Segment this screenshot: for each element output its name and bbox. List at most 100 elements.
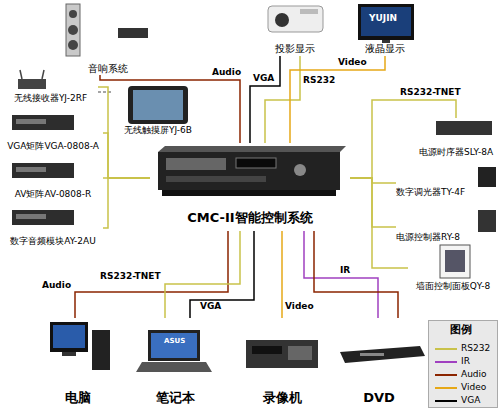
vcr-slot: [252, 346, 282, 354]
tv-screen: [361, 7, 411, 36]
wire-label: RS232-TNET: [400, 88, 461, 98]
vcr-controls: [288, 346, 312, 360]
device-buttons: [16, 167, 46, 172]
node-label: 液晶显示: [350, 43, 420, 55]
wire-label: VGA: [200, 302, 221, 312]
controller-top: [158, 146, 346, 152]
monitor-stand: [62, 352, 76, 356]
device-node: 无线接收器YJ-2RF: [3, 68, 98, 106]
receiver-body: [18, 79, 46, 89]
device-buttons: [16, 214, 46, 219]
matrix-device: [12, 163, 74, 178]
speaker-driver: [68, 40, 78, 50]
signal-wire: [100, 75, 240, 143]
wire-label: Audio: [42, 281, 71, 291]
node-label: DVD: [335, 391, 423, 406]
device-node: 电源控制器RY-8: [396, 208, 498, 246]
legend-swatch: [435, 348, 457, 350]
signal-wire: [165, 231, 240, 318]
tablet-screen: [133, 90, 183, 120]
antenna: [20, 70, 22, 79]
amplifier: [118, 28, 148, 38]
monitor: [50, 322, 88, 352]
device-node: 墙面控制面板QY-8: [408, 242, 498, 294]
audio-module: [12, 210, 74, 225]
controller-display: [236, 158, 276, 168]
projector-body: [268, 6, 323, 32]
node-label: 墙面控制面板QY-8: [408, 281, 498, 291]
free-label: YUJIN: [369, 13, 397, 23]
wire-label: Audio: [212, 68, 241, 78]
signal-wire: [350, 178, 396, 227]
controller-ports: [166, 158, 226, 170]
tablet-body: [128, 86, 188, 124]
signal-wire: [290, 56, 385, 143]
node-label: 投影显示: [255, 43, 335, 55]
node-label: 音响系统: [60, 63, 155, 75]
wall-panel: [440, 245, 470, 278]
monitor-screen: [53, 325, 85, 348]
device-node: 数字音频模块AY-2AU: [3, 207, 103, 249]
node-label: 电脑: [40, 391, 115, 406]
node-label: 无线触摸屏YJ-6B: [112, 125, 204, 135]
signal-wire: [265, 56, 300, 143]
dvd-player: [340, 346, 425, 363]
signal-wire: [103, 178, 150, 228]
node-label: 录像机: [240, 391, 325, 406]
device-node: 液晶显示: [350, 2, 420, 56]
device-node: 音响系统: [60, 5, 155, 75]
sequencer-device: [436, 121, 492, 135]
device-node: DVD: [335, 318, 423, 410]
node-label: 无线接收器YJ-2RF: [3, 93, 98, 103]
node-label: 数字音频模块AY-2AU: [3, 236, 103, 246]
controller-buttons: [166, 176, 266, 182]
controller-base: [162, 190, 336, 196]
tv-frame: [358, 4, 414, 40]
device-node: 笔记本: [140, 318, 210, 410]
controller-knob: [294, 164, 306, 176]
node-label: 笔记本: [140, 391, 210, 406]
device-buttons: [16, 119, 46, 124]
node-label: 电源控制器RY-8: [396, 232, 472, 242]
signal-wire: [281, 231, 283, 318]
vcr-body: [246, 340, 318, 368]
device-node: 录像机: [240, 318, 325, 410]
device-node: 投影显示: [255, 2, 335, 56]
free-label: 图例: [450, 324, 472, 337]
signal-wire: [103, 133, 150, 178]
device-node: 数字调光器TY-4F: [396, 165, 498, 201]
speaker-cabinet: [66, 4, 80, 56]
node-label: CMC-II智能控制系统: [150, 211, 350, 226]
legend-text: Video: [461, 382, 486, 392]
wire-label: IR: [340, 266, 350, 276]
dimmer-device: [478, 167, 496, 187]
dvd-tray: [360, 353, 384, 356]
legend-swatch: [435, 387, 457, 389]
controller-front: [158, 152, 340, 190]
wire-label: RS232-TNET: [100, 272, 161, 282]
laptop-base: [136, 362, 212, 372]
signal-wire: [98, 91, 112, 93]
node-label: VGA矩阵VGA-0808-A: [3, 141, 103, 151]
tv-stand: [382, 40, 390, 43]
legend-swatch: [435, 361, 457, 363]
signal-wire: [314, 231, 398, 318]
device-node: CMC-II智能控制系统: [150, 143, 350, 231]
wire-label: RS232: [303, 76, 335, 86]
node-label: AV矩阵AV-0808-R: [3, 189, 103, 199]
wire-label: Video: [338, 58, 367, 68]
antenna: [42, 70, 44, 79]
signal-wire: [304, 231, 378, 318]
signal-wire: [190, 231, 254, 318]
laptop-lid: [148, 330, 200, 361]
speaker-driver: [69, 10, 77, 18]
speaker-driver: [68, 25, 78, 35]
free-label: ASUS: [164, 337, 185, 345]
power-controller-device: [478, 210, 496, 232]
legend-text: IR: [461, 356, 470, 366]
device-node: 无线触摸屏YJ-6B: [112, 84, 204, 138]
device-node: 电源时序器SLY-8A: [414, 118, 498, 160]
signal-wire: [75, 231, 228, 318]
